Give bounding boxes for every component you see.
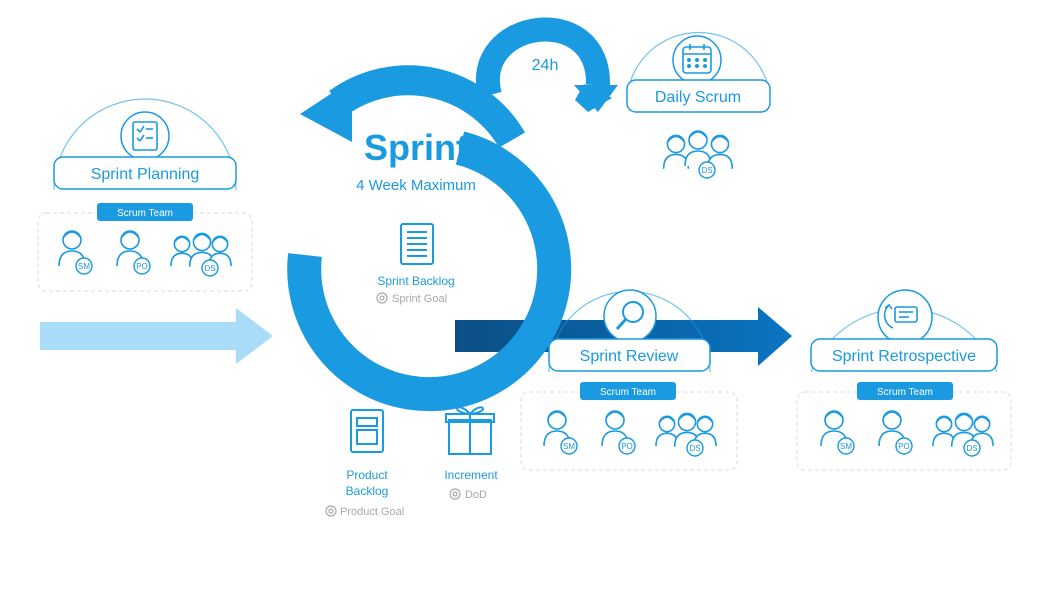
gift-icon — [445, 406, 495, 455]
sprint-retro-event: Sprint Retrospective — [810, 289, 998, 373]
planning-team-label: Scrum Team — [117, 208, 173, 219]
down-arrow-icon — [462, 372, 478, 396]
retro-label: Sprint Retrospective — [832, 348, 976, 365]
review-team-members: SM PO DS — [543, 410, 717, 457]
sprint-backlog-label: Sprint Backlog — [377, 274, 454, 288]
target-icon — [449, 488, 461, 500]
role-badge-ds: DS — [698, 161, 716, 179]
daily-scrum-event: Daily Scrum — [626, 31, 771, 113]
magnifier-icon — [615, 301, 644, 331]
role-badge-po: PO — [133, 257, 151, 275]
review-team-badge — [580, 382, 676, 400]
role-badge-sm: SM — [560, 437, 578, 455]
product-backlog-line1: Product — [346, 468, 388, 482]
increment-label: Increment — [444, 468, 498, 482]
cycle-label: 24h — [532, 57, 559, 74]
backlog-icon — [350, 409, 384, 453]
sprint-goal-label: Sprint Goal — [392, 293, 447, 305]
product-owner-icon — [878, 410, 906, 447]
daily-team-members: DS — [662, 130, 734, 179]
retro-team-badge — [857, 382, 953, 400]
role-label-sm: SM — [563, 442, 575, 451]
document-icon — [400, 223, 434, 265]
planning-label: Sprint Planning — [91, 166, 200, 183]
review-team-label: Scrum Team — [600, 387, 656, 398]
target-icon — [376, 292, 388, 304]
role-label-ds: DS — [966, 444, 977, 453]
calendar-icon — [682, 44, 712, 74]
sprint-planning-event: Sprint Planning — [53, 98, 237, 191]
product-goal-label: Product Goal — [340, 506, 404, 518]
role-label-po: PO — [621, 442, 633, 451]
developer-icon — [170, 235, 194, 267]
retro-team-members: SM PO DS — [820, 410, 994, 457]
role-badge-sm: SM — [837, 437, 855, 455]
role-badge-ds: DS — [963, 439, 981, 457]
role-label-po: PO — [898, 442, 910, 451]
daily-label: Daily Scrum — [655, 89, 741, 106]
sprint-review-event: Sprint Review — [548, 289, 711, 373]
retro-team-label: Scrum Team — [877, 387, 933, 398]
checklist-icon — [132, 121, 158, 151]
target-icon — [325, 505, 337, 517]
role-label-sm: SM — [78, 262, 90, 271]
review-label: Sprint Review — [580, 348, 679, 365]
role-badge-po: PO — [618, 437, 636, 455]
sprint-cycle-arrow — [287, 65, 572, 412]
dod-label: DoD — [465, 489, 487, 501]
input-arrow — [40, 308, 273, 364]
developer-icon — [208, 235, 232, 267]
sprint-subtitle: 4 Week Maximum — [356, 177, 476, 194]
planning-team-members: SM PO DS — [58, 230, 232, 277]
role-label-ds: DS — [689, 444, 700, 453]
product-backlog-line2: Backlog — [346, 484, 389, 498]
role-badge-ds: DS — [686, 439, 704, 457]
role-label-sm: SM — [840, 442, 852, 451]
role-badge-po: PO — [895, 437, 913, 455]
daily-cycle-arrow — [476, 17, 618, 112]
planning-team-badge — [97, 203, 193, 221]
developer-icon — [684, 130, 712, 167]
retro-board-icon — [883, 303, 918, 329]
sprint-title: Sprint — [364, 127, 468, 168]
role-badge-ds: DS — [201, 259, 219, 277]
role-label-ds: DS — [701, 166, 712, 175]
team-members: SM PO DS SM PO DS SM PO DS DS — [58, 130, 994, 457]
developer-icon — [950, 412, 978, 447]
role-label-ds: DS — [204, 264, 215, 273]
role-badge-sm: SM — [75, 257, 93, 275]
role-label-po: PO — [136, 262, 148, 271]
up-arrow-icon — [359, 370, 375, 394]
